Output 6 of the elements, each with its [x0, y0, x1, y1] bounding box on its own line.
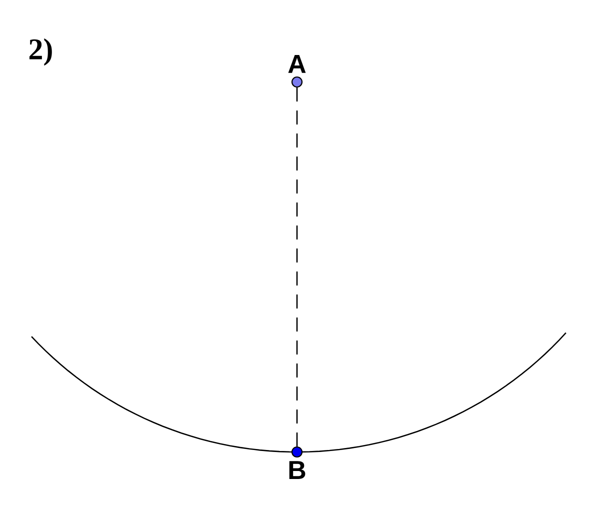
point: A	[288, 55, 306, 88]
point: B	[289, 446, 306, 479]
dashed-line	[296, 88, 298, 446]
node-label: A	[288, 55, 306, 73]
node-label: B	[289, 461, 306, 479]
figure-number: 2)	[29, 38, 52, 66]
